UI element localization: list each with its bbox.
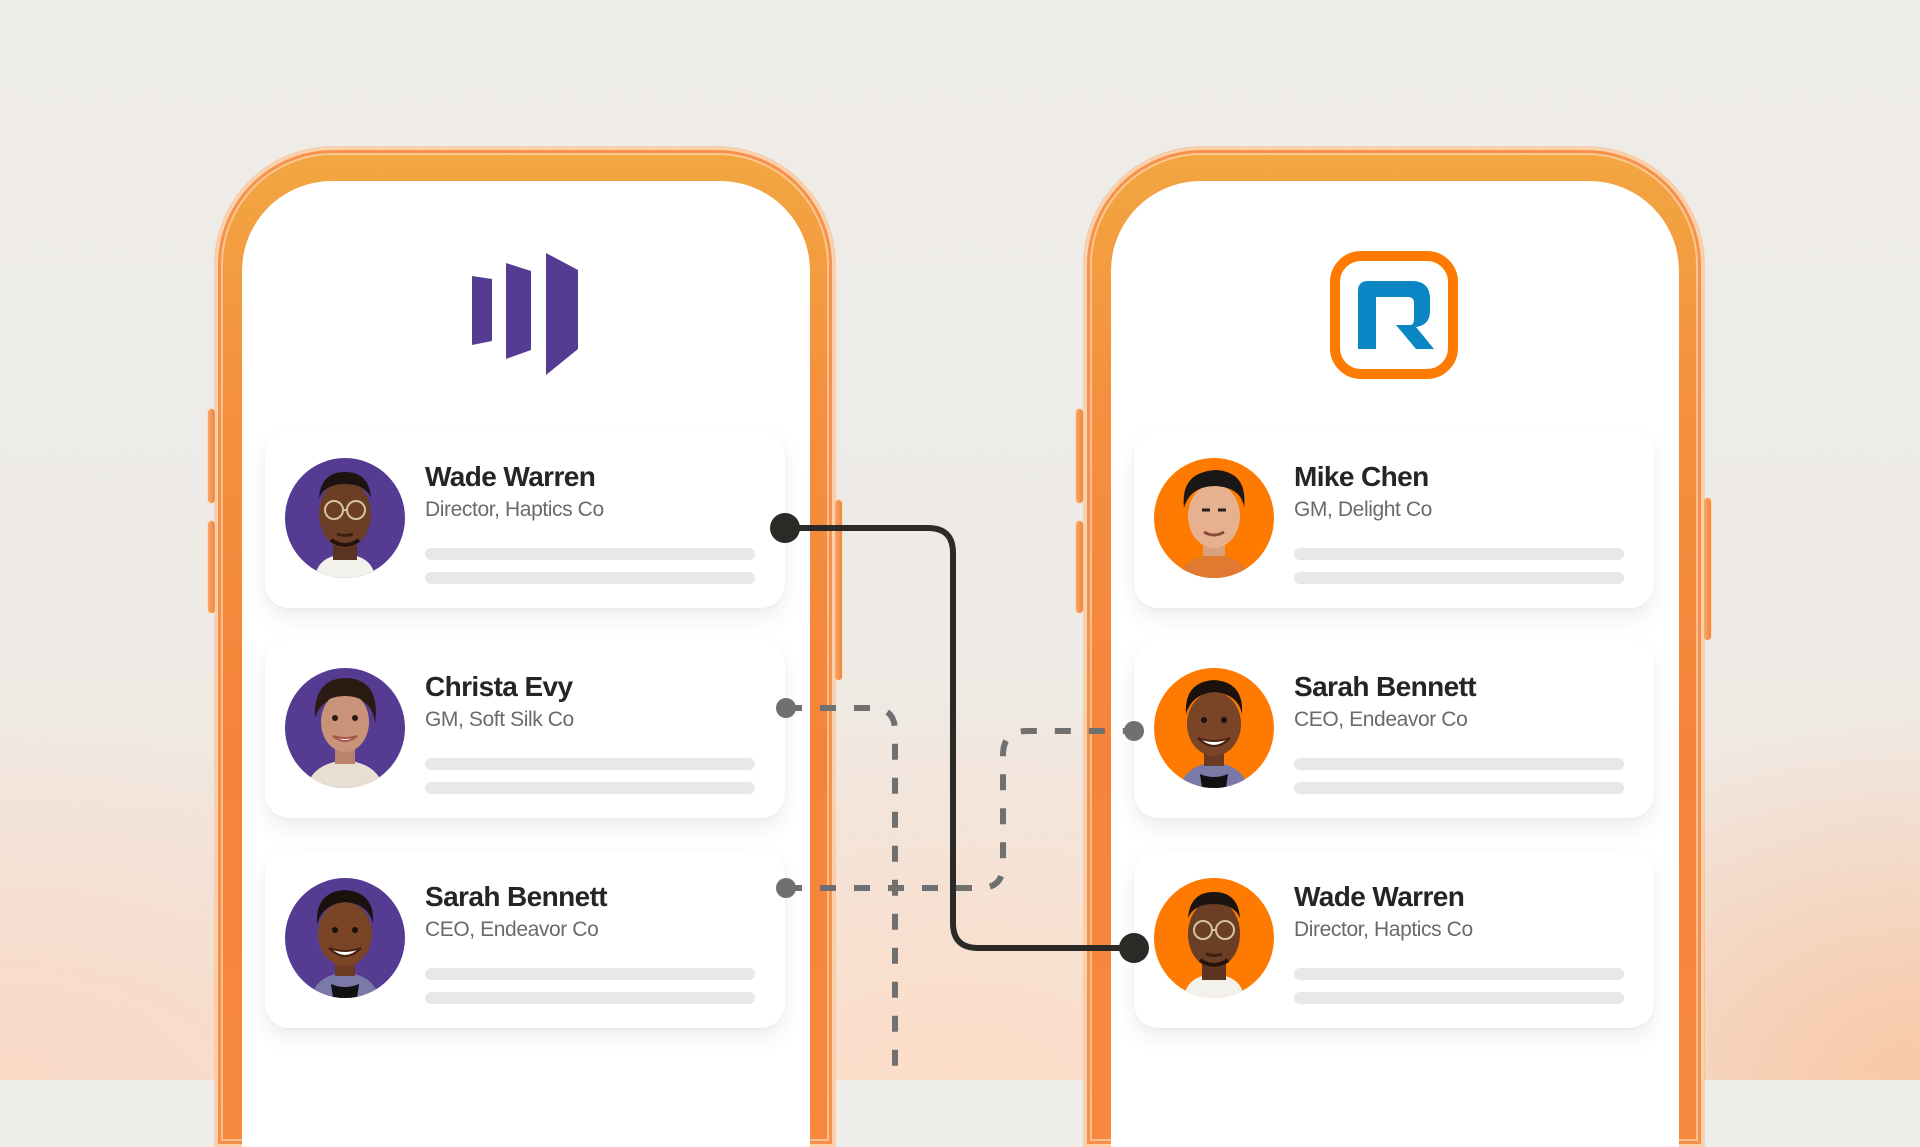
contact-name: Wade Warren xyxy=(425,461,596,492)
contact-name: Wade Warren xyxy=(1294,881,1465,912)
dashed-connector-sarah xyxy=(786,728,1134,891)
placeholder-bar xyxy=(1294,758,1624,770)
placeholder-bar xyxy=(425,782,755,794)
placeholder-bar xyxy=(425,548,755,560)
connector-node-left-wade[interactable] xyxy=(770,513,800,543)
contact-card-right-3[interactable]: Wade Warren Director, Haptics Co xyxy=(1134,850,1654,1028)
right-phone-side-button-right xyxy=(1704,498,1711,640)
left-phone-side-button-2 xyxy=(208,521,215,613)
contact-role: Director, Haptics Co xyxy=(1294,918,1473,941)
r-brand-logo-icon xyxy=(1330,251,1458,384)
contact-card-left-2[interactable]: Christa Evy GM, Soft Silk Co xyxy=(265,640,785,818)
connector-node-left-sarah[interactable] xyxy=(776,878,796,898)
connector-node-right-wade[interactable] xyxy=(1119,933,1149,963)
woman-short-hair-avatar xyxy=(285,878,405,998)
bars-brand-logo-icon xyxy=(472,253,582,383)
contact-name: Christa Evy xyxy=(425,671,573,702)
placeholder-bar xyxy=(425,758,755,770)
right-phone-side-button-1 xyxy=(1076,409,1083,503)
contact-card-left-3[interactable]: Sarah Bennett CEO, Endeavor Co xyxy=(265,850,785,1028)
man-dark-hair-avatar xyxy=(1154,458,1274,578)
placeholder-bar xyxy=(425,992,755,1004)
contact-role: CEO, Endeavor Co xyxy=(1294,708,1468,731)
contact-role: CEO, Endeavor Co xyxy=(425,918,599,941)
contact-card-right-2[interactable]: Sarah Bennett CEO, Endeavor Co xyxy=(1134,640,1654,818)
contact-name: Mike Chen xyxy=(1294,461,1429,492)
right-phone-side-button-2 xyxy=(1076,521,1083,613)
placeholder-bar xyxy=(1294,572,1624,584)
man-glasses-avatar xyxy=(1154,878,1274,998)
contact-role: GM, Delight Co xyxy=(1294,498,1432,521)
woman-short-hair-avatar xyxy=(1154,668,1274,788)
placeholder-bar xyxy=(1294,548,1624,560)
contact-name: Sarah Bennett xyxy=(425,881,608,912)
placeholder-bar xyxy=(1294,968,1624,980)
placeholder-bar xyxy=(1294,782,1624,794)
placeholder-bar xyxy=(1294,992,1624,1004)
placeholder-bar xyxy=(425,572,755,584)
connector-node-left-christa[interactable] xyxy=(776,698,796,718)
connector-node-right-sarah[interactable] xyxy=(1124,721,1144,741)
contact-card-right-1[interactable]: Mike Chen GM, Delight Co xyxy=(1134,430,1654,608)
woman-curly-hair-avatar xyxy=(285,668,405,788)
contact-role: GM, Soft Silk Co xyxy=(425,708,574,731)
left-phone-side-button-1 xyxy=(208,409,215,503)
contact-role: Director, Haptics Co xyxy=(425,498,604,521)
left-phone-side-button-right xyxy=(835,500,842,680)
man-glasses-avatar xyxy=(285,458,405,578)
placeholder-bar xyxy=(425,968,755,980)
contact-card-left-1[interactable]: Wade Warren Director, Haptics Co xyxy=(265,430,785,608)
contact-name: Sarah Bennett xyxy=(1294,671,1477,702)
